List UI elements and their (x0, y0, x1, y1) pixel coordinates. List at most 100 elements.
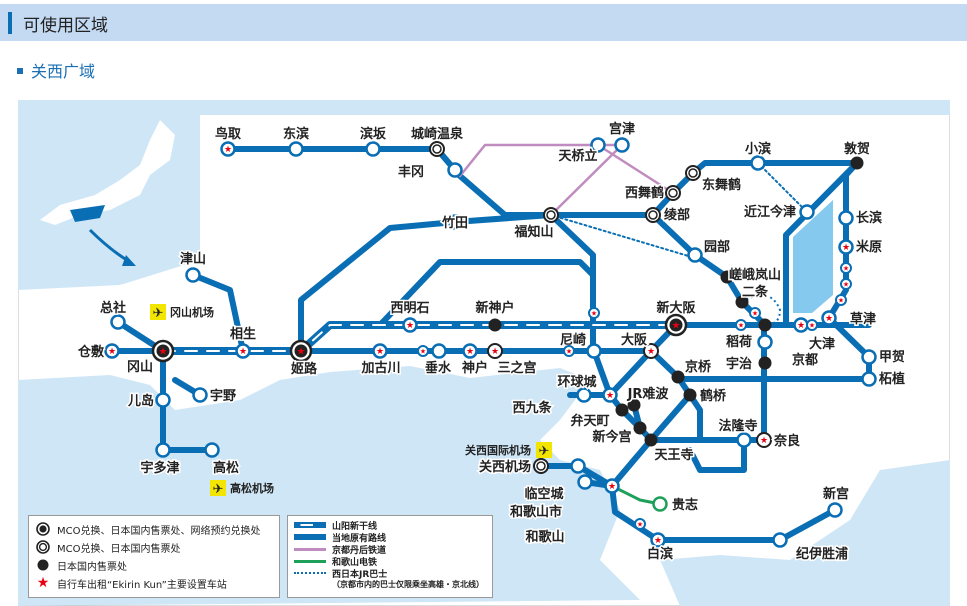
station-label: 绫部 (664, 207, 690, 223)
station-sonobe[interactable]: 园部 (687, 238, 732, 263)
station-uji[interactable]: 宇治 (724, 355, 772, 374)
station-tennoji[interactable]: 天王寺 (644, 433, 695, 465)
station-nishikujo[interactable]: ★西九条 (511, 387, 618, 418)
station-marker (827, 502, 843, 518)
station-label: 和歌山市 (510, 504, 562, 520)
star-icon: ★ (760, 436, 768, 446)
legend-markers: MCO兑换、日本国内售票处、网络预约兑换处 MCO兑换、日本国内售票处 日本国内… (28, 515, 280, 598)
station-label: 二条 (742, 284, 769, 300)
station-sannomiya[interactable]: ★三之宫 (487, 343, 538, 378)
station-maibara[interactable]: ★米原 (838, 238, 884, 257)
station-label: JR难波 (627, 386, 670, 402)
station-nishimaizuru[interactable]: 西舞鹤 (623, 184, 681, 203)
station-okayama[interactable]: ★冈山 (125, 339, 175, 377)
station-label: 大阪 (621, 332, 648, 348)
station-kobe[interactable]: ★神户 (460, 343, 490, 378)
station-tsuyama[interactable]: 津山 (178, 250, 208, 283)
star-icon: ★ (637, 521, 643, 529)
station-jrnamba[interactable]: JR难波 (625, 385, 671, 412)
station-koka[interactable]: 甲贺 (861, 348, 907, 367)
station-label: 城崎温泉 (411, 126, 464, 142)
station-omiimazu[interactable]: 近江今津 (742, 203, 815, 222)
station-bentencho[interactable]: 弁天町 (569, 403, 629, 431)
minor-station: ★ (835, 294, 847, 306)
station-utazu[interactable]: 宇多津 (139, 442, 181, 478)
station-ayabe[interactable]: 绫部 (645, 206, 692, 225)
station-label: 宇野 (210, 388, 236, 404)
lake-biwa (793, 200, 833, 313)
station-amanohashidate[interactable]: 天桥立 (557, 137, 606, 166)
station-himeji[interactable]: ★姬路 (289, 339, 319, 379)
legend-label: 自行车出租“Ekirin Kun”主要设置车站 (57, 579, 227, 591)
ticket-office-marker (850, 156, 864, 170)
airport-kansai: ✈关西国际机场 (465, 442, 552, 459)
station-horyuji[interactable]: 法隆寺 (717, 417, 759, 448)
station-kishi[interactable]: 贵志 (652, 496, 700, 515)
svg-text:✈: ✈ (213, 482, 224, 497)
station-rinkutown[interactable]: 临空城 (523, 458, 586, 504)
station-aioi[interactable]: ★相生 (228, 325, 258, 359)
station-kojima[interactable]: 儿岛 (125, 392, 171, 411)
station-shinosaka[interactable]: ★新大阪 (655, 299, 698, 337)
minor-station: ★ (806, 319, 818, 331)
station-sagaarashiyama[interactable]: 嵯峨岚山 (720, 266, 783, 285)
station-soja[interactable]: 总社 (98, 299, 128, 330)
station-hamasaka[interactable]: 滨坂 (358, 125, 388, 157)
station-label: 纪伊胜浦 (796, 546, 848, 562)
minor-station: ★ (563, 345, 575, 357)
tsuyama-line (190, 272, 246, 354)
station-wakayamashi[interactable]: 和歌山市 (508, 474, 593, 522)
station-kansaiairport[interactable]: 关西机场 (477, 458, 549, 477)
station-nagahama[interactable]: 长滨 (838, 209, 884, 228)
kyoto-tango-railway (458, 143, 624, 217)
header-accent-bar (8, 12, 12, 34)
station-takamatsu[interactable]: 高松 (204, 442, 241, 478)
station-otsu[interactable]: ★ 大津 (793, 317, 837, 354)
station-nijo[interactable]: 二条 (735, 283, 770, 309)
station-marker (204, 442, 220, 458)
station-kakogawa[interactable]: ★加古川 (359, 343, 402, 378)
ticket-office-marker (758, 318, 772, 332)
station-wakayama[interactable]: ★和歌山 (524, 478, 620, 547)
station-marker (462, 343, 478, 359)
station-osaka[interactable]: ★大阪 (619, 331, 659, 359)
station-nishiakashi[interactable]: ★西明石 (389, 300, 431, 333)
station-kurashiki[interactable]: ★仓敷 (75, 343, 120, 362)
station-tarumi[interactable]: 垂水 (423, 343, 453, 378)
station-kyoto[interactable]: 京都 (758, 318, 820, 370)
station-fukuchiyama[interactable]: 福知山 (512, 207, 559, 242)
station-shinimamiya[interactable]: 新今宫 (591, 421, 647, 447)
station-label: 柘植 (878, 371, 905, 387)
fukuchiyama-line (548, 212, 596, 354)
station-kyobashi[interactable]: 京桥 (671, 358, 713, 384)
station-higashimaizuru[interactable]: 东舞鹤 (685, 165, 743, 195)
station-tsuruga[interactable]: 敦贺 (842, 140, 872, 170)
station-marker (861, 349, 877, 365)
station-label: 白滨 (647, 546, 673, 562)
station-shinkobe[interactable]: 新神户 (474, 299, 516, 332)
station-tsuruhashi[interactable]: 鹤桥 (683, 387, 729, 406)
kosei-line (783, 160, 860, 328)
station-shirahama[interactable]: ★白滨 (645, 532, 675, 564)
station-kinosaki[interactable]: 城崎温泉 (409, 125, 465, 157)
station-toyooka[interactable]: 丰冈 (396, 162, 463, 182)
station-shingu[interactable]: 新宫 (821, 485, 851, 518)
station-amagasaki[interactable]: 尼崎 (558, 331, 602, 359)
station-uno[interactable]: 宇野 (192, 387, 238, 406)
station-takeda[interactable]: 竹田 (439, 214, 469, 233)
station-kiikatsuura[interactable]: 纪伊胜浦 (772, 532, 850, 564)
station-universalcity[interactable]: 环球城 (556, 373, 598, 403)
station-kusatsu[interactable]: ★草津 (821, 310, 878, 329)
star-icon: ★ (420, 348, 426, 356)
station-inari[interactable]: 稻荷 (724, 333, 773, 352)
station-label: 大津 (809, 336, 835, 352)
ticket-office-marker (615, 403, 629, 417)
station-tottori[interactable]: ★鸟取 (213, 125, 243, 157)
station-higashihama[interactable]: 东滨 (281, 125, 311, 157)
station-obama[interactable]: 小滨 (743, 140, 773, 171)
station-nara[interactable]: ★奈良 (756, 432, 802, 451)
station-label: 神户 (462, 360, 488, 376)
station-miyazu[interactable]: 宫津 (607, 120, 637, 153)
minor-station: ★ (417, 345, 429, 357)
station-tsuge[interactable]: 柘植 (861, 370, 907, 389)
